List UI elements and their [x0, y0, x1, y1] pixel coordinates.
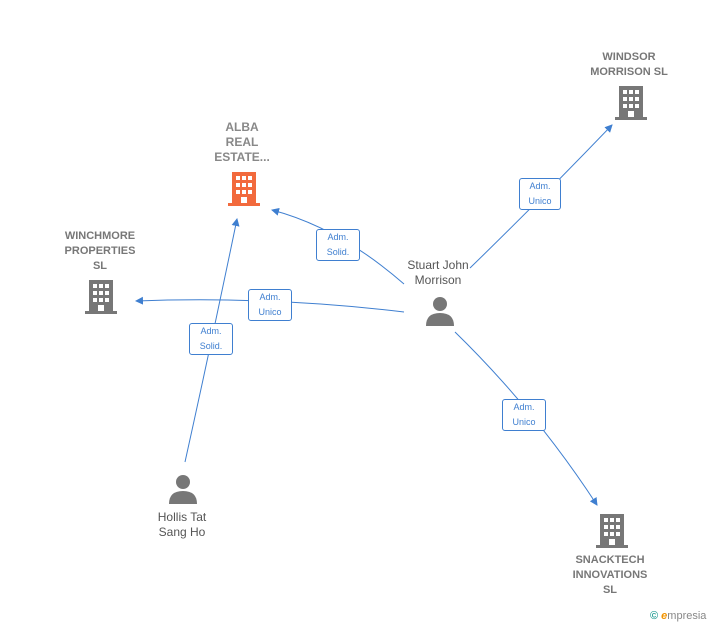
- edge-label-stuart-snacktech: Adm. Unico: [502, 399, 546, 431]
- edge-label-stuart-windsor: Adm. Unico: [519, 178, 561, 210]
- brand-logo: © empresia: [650, 610, 706, 622]
- copyright-mark: ©: [650, 610, 659, 622]
- building-icon[interactable]: [596, 514, 628, 548]
- company-label-snacktech[interactable]: SNACKTECH INNOVATIONS SL: [572, 554, 648, 596]
- edge-label-stuart-winchmore: Adm. Unico: [248, 289, 292, 321]
- edge-label-stuart-alba: Adm. Solid.: [316, 229, 360, 261]
- person-label-stuart[interactable]: Stuart John Morrison: [407, 258, 469, 287]
- building-icon[interactable]: [85, 280, 117, 314]
- building-icon[interactable]: [615, 86, 647, 120]
- company-label-windsor[interactable]: WINDSOR MORRISON SL: [590, 51, 668, 78]
- brand-name: mpresia: [667, 610, 707, 622]
- person-icon[interactable]: [169, 475, 197, 504]
- company-label-alba[interactable]: ALBA REAL ESTATE...: [214, 120, 270, 164]
- person-icon[interactable]: [426, 297, 454, 326]
- person-label-hollis[interactable]: Hollis Tat Sang Ho: [157, 510, 207, 539]
- brand-initial: e: [661, 610, 668, 622]
- company-label-winchmore[interactable]: WINCHMORE PROPERTIES SL: [64, 230, 136, 272]
- edge-label-hollis-alba: Adm. Solid.: [189, 323, 233, 355]
- building-icon[interactable]: [228, 172, 260, 206]
